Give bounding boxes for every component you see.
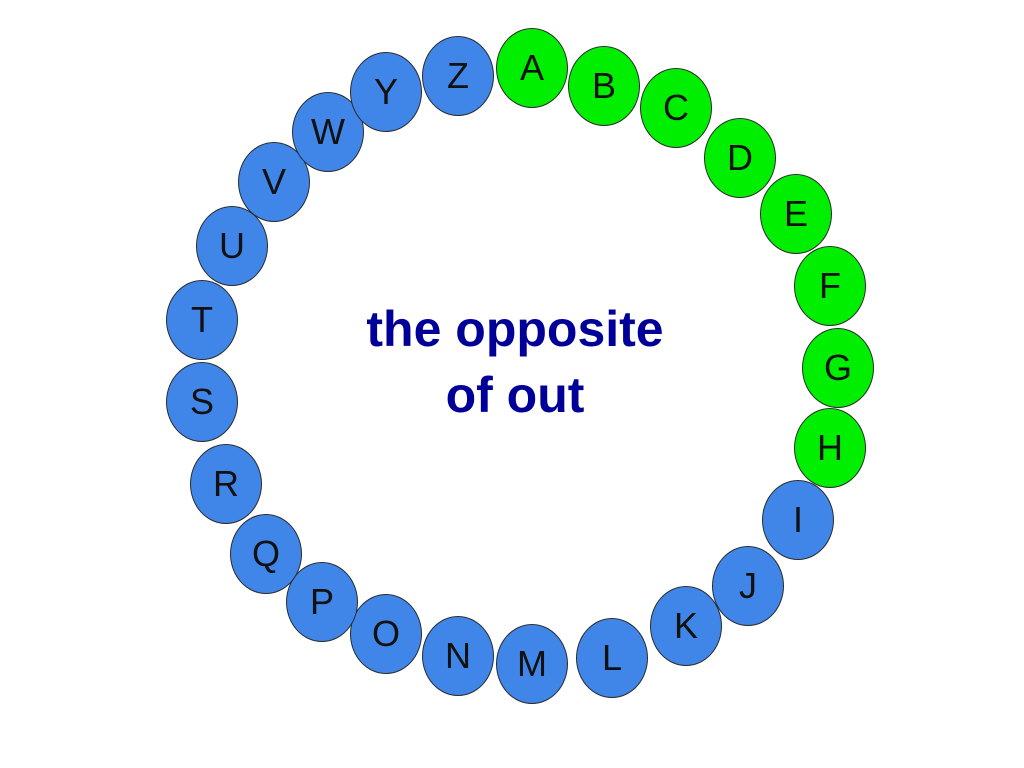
letter-b-bubble[interactable]: B [568, 46, 640, 126]
letter-p-bubble[interactable]: P [286, 562, 358, 642]
letter-s-bubble[interactable]: S [166, 362, 238, 442]
letter-c-bubble[interactable]: C [640, 68, 712, 148]
letter-g-bubble[interactable]: G [802, 328, 874, 408]
letter-w-bubble[interactable]: W [292, 92, 364, 172]
letter-r-bubble[interactable]: R [190, 444, 262, 524]
letter-y-bubble[interactable]: Y [350, 52, 422, 132]
clue-line-1: the opposite [366, 301, 664, 357]
letter-n-bubble[interactable]: N [422, 616, 494, 696]
letter-m-bubble[interactable]: M [496, 624, 568, 704]
letter-l-bubble[interactable]: L [576, 618, 648, 698]
letter-t-bubble[interactable]: T [166, 280, 238, 360]
letter-q-bubble[interactable]: Q [230, 514, 302, 594]
letter-h-bubble[interactable]: H [794, 408, 866, 488]
clue-line-2: of out [445, 367, 585, 423]
letter-k-bubble[interactable]: K [650, 586, 722, 666]
letter-o-bubble[interactable]: O [350, 594, 422, 674]
letter-d-bubble[interactable]: D [704, 118, 776, 198]
letter-z-bubble[interactable]: Z [422, 36, 494, 116]
clue-text: the opposite of out [340, 296, 690, 428]
letter-j-bubble[interactable]: J [712, 546, 784, 626]
letter-a-bubble[interactable]: A [496, 28, 568, 108]
letter-u-bubble[interactable]: U [196, 206, 268, 286]
letter-i-bubble[interactable]: I [762, 480, 834, 560]
letter-e-bubble[interactable]: E [760, 174, 832, 254]
letter-f-bubble[interactable]: F [794, 246, 866, 326]
